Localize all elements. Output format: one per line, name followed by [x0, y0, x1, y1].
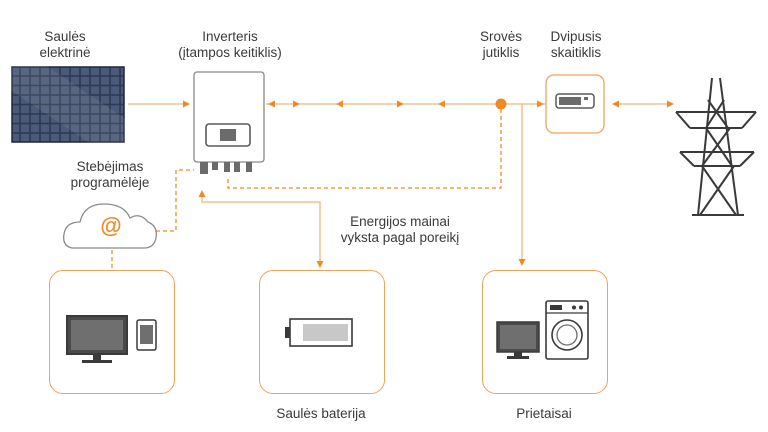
- battery-box: [259, 270, 385, 394]
- power-pylon-icon: [675, 77, 757, 216]
- appliances-box: [482, 270, 608, 394]
- monitoring-devices-box: [49, 270, 175, 394]
- main-ac-line: [266, 100, 595, 108]
- inverter-icon: [193, 71, 265, 174]
- solar-panel-icon: [0, 50, 136, 159]
- current-sensor-icon: [495, 98, 507, 110]
- grid-to-appliances-arrow: [518, 104, 526, 266]
- cloud-icon: [63, 203, 157, 249]
- bidirectional-meter-icon: [545, 74, 605, 134]
- meter-to-grid-arrow: [612, 100, 674, 108]
- solar-to-inverter-arrow: [128, 100, 190, 108]
- appliances-label: Prietaisai: [516, 406, 572, 421]
- inverter-label: Inverteris(įtampos keitiklis): [178, 29, 282, 60]
- inverter-battery-exchange-arrow: [198, 190, 324, 268]
- monitoring-link-line: [156, 169, 194, 232]
- sensor-feedback-line: [227, 109, 502, 189]
- solar-battery-label: Saulės baterija: [276, 406, 366, 421]
- cloud-at-symbol: @: [100, 213, 122, 238]
